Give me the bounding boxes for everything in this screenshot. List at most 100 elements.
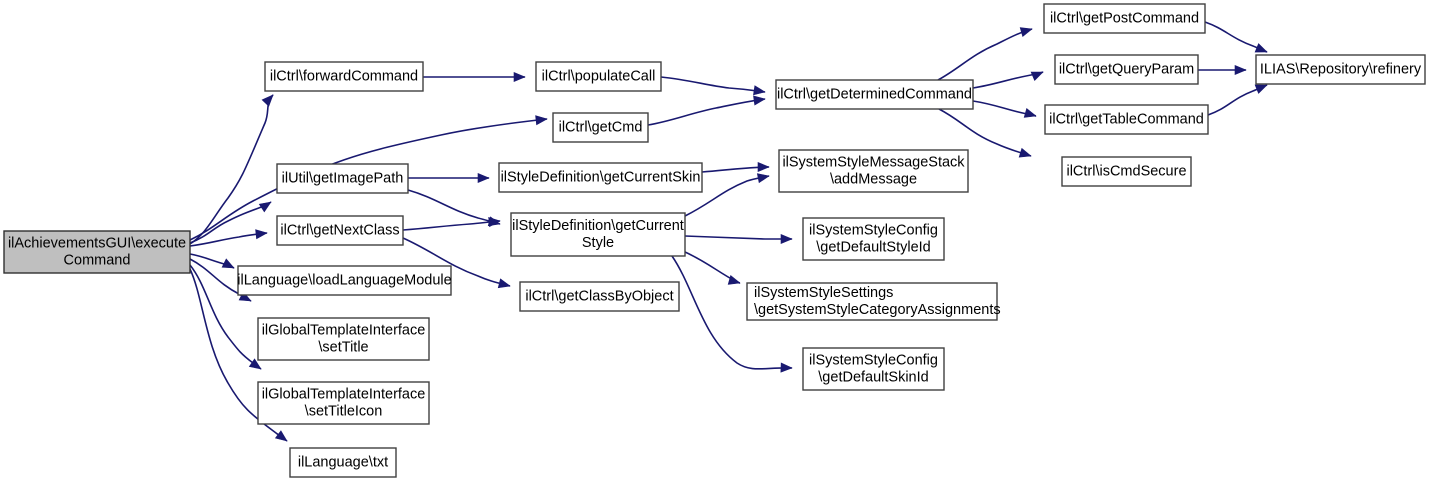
- arrowhead: [535, 115, 548, 126]
- graph-node-getCurrentSkin[interactable]: ilStyleDefinition\getCurrentSkin: [498, 162, 703, 193]
- call-edge: [1204, 21, 1268, 53]
- graph-node-getTableCommand[interactable]: ilCtrl\getTableCommand: [1044, 104, 1209, 135]
- graph-node-getDefaultStyleId[interactable]: ilSystemStyleConfig\getDefaultStyleId: [802, 217, 945, 261]
- arrowhead: [261, 94, 274, 107]
- arrowhead: [756, 173, 770, 184]
- arrowhead: [753, 85, 766, 96]
- graph-node-populateCall[interactable]: ilCtrl\populateCall: [535, 61, 662, 92]
- node-box[interactable]: [257, 317, 430, 361]
- node-label: ilCtrl\forwardCommand: [270, 68, 418, 84]
- graph-node-refinery[interactable]: ILIAS\Repository\refinery: [1255, 54, 1426, 85]
- call-edge: [701, 161, 770, 173]
- node-box[interactable]: [257, 381, 430, 425]
- node-label: ilCtrl\getClassByObject: [525, 288, 673, 304]
- node-box[interactable]: [552, 112, 649, 143]
- graph-node-getDefaultSkinId[interactable]: ilSystemStyleConfig\getDefaultSkinId: [802, 347, 945, 391]
- node-label: \getDefaultStyleId: [816, 239, 930, 255]
- node-box[interactable]: [1043, 3, 1206, 34]
- node-label: Command: [64, 252, 131, 268]
- graph-node-forwardCommand[interactable]: ilCtrl\forwardCommand: [264, 61, 424, 92]
- node-label: ilCtrl\getCmd: [559, 119, 643, 135]
- node-label: ilGlobalTemplateInterface: [262, 386, 426, 402]
- arrowhead: [255, 229, 268, 240]
- call-edge: [684, 173, 770, 217]
- node-label: ilCtrl\getPostCommand: [1050, 10, 1199, 26]
- node-box[interactable]: [1054, 54, 1199, 85]
- node-label: ilSystemStyleMessageStack: [782, 154, 965, 170]
- node-box[interactable]: [3, 230, 191, 274]
- node-box[interactable]: [802, 217, 945, 261]
- node-box[interactable]: [746, 282, 998, 321]
- graph-node-isCmdSecure[interactable]: ilCtrl\isCmdSecure: [1061, 156, 1192, 187]
- node-label: \getDefaultSkinId: [818, 369, 928, 385]
- graph-node-addMessage[interactable]: ilSystemStyleMessageStack\addMessage: [778, 149, 969, 193]
- arrowhead: [753, 95, 766, 106]
- call-edge: [684, 251, 741, 285]
- node-box[interactable]: [276, 215, 404, 246]
- node-box[interactable]: [498, 162, 703, 193]
- graph-node-getNextClass[interactable]: ilCtrl\getNextClass: [276, 215, 404, 246]
- arrowhead: [780, 362, 793, 373]
- call-edge: [402, 217, 501, 231]
- node-box[interactable]: [1255, 54, 1426, 85]
- arrowhead: [1254, 43, 1268, 53]
- graph-node-getCmd[interactable]: ilCtrl\getCmd: [552, 112, 649, 143]
- node-box[interactable]: [519, 281, 680, 312]
- node-box[interactable]: [775, 79, 974, 110]
- node-label: ilCtrl\populateCall: [542, 68, 656, 84]
- call-edge: [937, 27, 1033, 81]
- call-edge: [408, 172, 490, 184]
- node-label: ilCtrl\getNextClass: [280, 222, 399, 238]
- node-box[interactable]: [276, 163, 409, 194]
- call-edge: [189, 253, 235, 269]
- arrowhead: [1030, 71, 1044, 82]
- graph-node-txt[interactable]: ilLanguage\txt: [289, 447, 397, 478]
- node-box[interactable]: [802, 347, 945, 391]
- node-box[interactable]: [1044, 104, 1209, 135]
- graph-node-getClassByObject[interactable]: ilCtrl\getClassByObject: [519, 281, 680, 312]
- node-box[interactable]: [510, 212, 686, 257]
- arrowhead: [513, 71, 526, 83]
- arrowhead: [757, 161, 770, 173]
- arrowhead: [727, 275, 741, 285]
- call-edge: [189, 268, 288, 442]
- arrowhead: [1254, 84, 1268, 94]
- graph-node-getPostCommand[interactable]: ilCtrl\getPostCommand: [1043, 3, 1206, 34]
- graph-node-setTitleIcon[interactable]: ilGlobalTemplateInterface\setTitleIcon: [257, 381, 430, 425]
- call-edge: [1207, 84, 1268, 116]
- node-label: ilUtil\getImagePath: [282, 170, 404, 186]
- node-label: ilCtrl\getDeterminedCommand: [777, 86, 972, 102]
- node-label: ilLanguage\loadLanguageModule: [237, 272, 451, 288]
- arrowhead: [248, 358, 262, 370]
- arrowhead: [780, 233, 793, 245]
- graph-node-loadLanguageModule[interactable]: ilLanguage\loadLanguageModule: [237, 265, 452, 296]
- graph-node-getQueryParam[interactable]: ilCtrl\getQueryParam: [1054, 54, 1199, 85]
- node-label: \addMessage: [830, 171, 917, 187]
- node-box[interactable]: [1061, 156, 1192, 187]
- node-box[interactable]: [289, 447, 397, 478]
- node-label: ilCtrl\isCmdSecure: [1066, 163, 1186, 179]
- graph-node-getSystemStyleCategoryAssignments[interactable]: ilSystemStyleSettings\getSystemStyleCate…: [746, 282, 1001, 321]
- node-label: ilGlobalTemplateInterface: [262, 322, 426, 338]
- node-box[interactable]: [237, 265, 452, 296]
- node-box[interactable]: [264, 61, 424, 92]
- call-edge: [972, 100, 1037, 118]
- graph-node-getDeterminedCommand[interactable]: ilCtrl\getDeterminedCommand: [775, 79, 974, 110]
- node-box[interactable]: [778, 149, 969, 193]
- node-label: ilStyleDefinition\getCurrentSkin: [501, 169, 701, 185]
- node-label: ilAchievementsGUI\execute: [8, 235, 186, 251]
- node-label: ilSystemStyleConfig: [809, 222, 938, 238]
- node-label: ilLanguage\txt: [298, 454, 388, 470]
- node-label: \setTitle: [318, 339, 368, 355]
- node-label: ilStyleDefinition\getCurrent: [512, 218, 684, 234]
- graph-node-setTitle[interactable]: ilGlobalTemplateInterface\setTitle: [257, 317, 430, 361]
- call-edge: [1198, 64, 1247, 76]
- node-box[interactable]: [535, 61, 662, 92]
- graph-node-getImagePath[interactable]: ilUtil\getImagePath: [276, 163, 409, 194]
- call-edge: [189, 229, 268, 247]
- call-edge: [189, 201, 272, 244]
